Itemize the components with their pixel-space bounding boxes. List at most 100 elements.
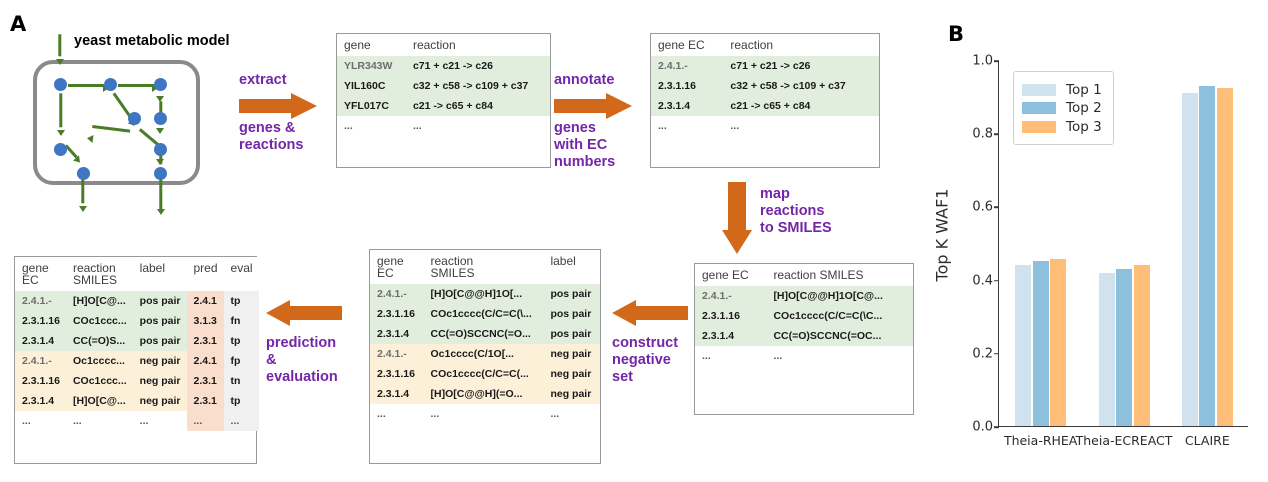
table-cell: 2.3.1 <box>186 331 224 351</box>
chart-legend: Top 1 Top 2 Top 3 <box>1013 71 1114 145</box>
table-cell: Oc1cccc(C/1O[... <box>423 344 544 364</box>
y-axis-tick-mark <box>994 206 999 209</box>
table-cell: tp <box>223 331 259 351</box>
col-gene: gene <box>337 34 406 56</box>
table-cell: tn <box>223 371 259 391</box>
table-ec-grid: gene EC reaction 2.4.1.-c71 + c21 -> c26… <box>651 34 879 136</box>
network-title: yeast metabolic model <box>74 33 230 49</box>
col-label: label <box>132 257 187 291</box>
table-cell: tp <box>223 391 259 411</box>
table-row: 2.4.1.-[H]O[C@@H]1O[C@... <box>695 286 913 306</box>
table-row: ...... <box>695 346 913 366</box>
table-cell: c32 + c58 -> c109 + c37 <box>723 76 879 96</box>
table-cell: [H]O[C@@H](=O... <box>423 384 544 404</box>
table-cell: neg pair <box>132 351 187 371</box>
table-cell: 2.4.1.- <box>651 56 724 76</box>
table-cell: 2.3.1 <box>186 391 224 411</box>
panel-b-letter: B <box>948 22 965 46</box>
col-eval: eval <box>223 257 259 291</box>
table-row: 2.3.1.4[H]O[C@@H](=O...neg pair <box>370 384 600 404</box>
table-cell: pos pair <box>543 284 600 304</box>
table-cell: neg pair <box>132 371 187 391</box>
step-extract-sublabel: genes & reactions <box>239 120 304 153</box>
y-axis-tick-mark <box>994 133 999 135</box>
legend-item: Top 3 <box>1022 119 1102 135</box>
table-cell: c32 + c58 -> c109 + c37 <box>405 76 550 96</box>
network-arrow-head <box>57 130 65 136</box>
table-cell: 2.3.1.4 <box>651 96 724 116</box>
col-label: label <box>543 250 600 284</box>
table-cell: CC(=O)SCCNC(=OC... <box>766 326 913 346</box>
table-row: 2.4.1.-Oc1cccc(C/1O[...neg pair <box>370 344 600 364</box>
table-header-row: gene EC reaction SMILES label pred eval <box>15 257 259 291</box>
table-cell: 2.4.1 <box>186 291 224 311</box>
table-header-row: gene EC reaction SMILES label <box>370 250 600 284</box>
col-gene-ec: gene EC <box>651 34 724 56</box>
table-cell: 2.4.1.- <box>370 284 424 304</box>
network-arrow-line <box>58 34 62 57</box>
table-cell: YLR343W <box>337 56 406 76</box>
table-cell: 2.4.1.- <box>695 286 767 306</box>
step-construct-label: construct negative set <box>612 335 679 385</box>
chart-bar <box>1050 259 1067 426</box>
table-cell: CC(=O)S... <box>65 331 133 351</box>
table-cell: 2.4.1 <box>186 351 224 371</box>
table-header-row: gene EC reaction SMILES <box>695 264 913 286</box>
map-smiles-arrow-icon <box>722 182 752 254</box>
table-cell: tp <box>223 291 259 311</box>
chart-bar <box>1116 268 1132 426</box>
y-axis-tick-label: 0.8 <box>972 126 993 142</box>
legend-swatch <box>1022 120 1056 133</box>
chart-bar <box>1032 260 1049 426</box>
network-node <box>54 143 67 156</box>
table-smiles: gene EC reaction SMILES 2.4.1.-[H]O[C@@H… <box>694 263 914 415</box>
network-arrow-line <box>68 84 105 87</box>
y-axis-tick-label: 0.0 <box>972 419 993 435</box>
table-cell: ... <box>543 404 600 424</box>
y-axis-tick-mark <box>994 353 999 355</box>
table-cell: ... <box>15 411 66 431</box>
network-arrow-line <box>159 179 163 210</box>
network-node <box>104 78 117 91</box>
legend-label: Top 1 <box>1066 81 1102 98</box>
network-node <box>54 78 67 91</box>
table-smiles-grid: gene EC reaction SMILES 2.4.1.-[H]O[C@@H… <box>695 264 913 366</box>
extract-arrow-icon <box>239 93 317 119</box>
network-arrow-head <box>157 209 165 215</box>
step-map-label: map reactions to SMILES <box>760 186 832 236</box>
table-cell: neg pair <box>543 384 600 404</box>
col-reaction: reaction <box>723 34 879 56</box>
legend-label: Top 2 <box>1066 100 1102 116</box>
y-axis-tick-label: 0.4 <box>972 273 993 289</box>
table-cell: pos pair <box>132 311 187 331</box>
table-cell: 2.3.1.4 <box>695 326 767 346</box>
table-header-row: gene reaction <box>337 34 550 56</box>
table-cell: COc1cccc(C/C=C(... <box>423 364 544 384</box>
table-cell: COc1ccc... <box>65 371 133 391</box>
table-cell: YFL017C <box>337 96 406 116</box>
table-cell: ... <box>723 116 879 136</box>
table-cell: neg pair <box>543 344 600 364</box>
table-row: ............... <box>15 411 259 431</box>
x-axis-tick-label: CLAIRE <box>1184 433 1230 448</box>
table-cell: ... <box>186 411 224 431</box>
table-cell: pos pair <box>132 291 187 311</box>
table-cell: ... <box>405 116 550 136</box>
table-cell: ... <box>132 411 187 431</box>
chart-bar <box>1181 92 1198 426</box>
col-gene-ec: gene EC <box>695 264 767 286</box>
legend-item: Top 1 <box>1022 82 1102 98</box>
table-row: ......... <box>370 404 600 424</box>
chart-bar <box>1216 87 1233 426</box>
network-arrow-head <box>156 128 164 134</box>
